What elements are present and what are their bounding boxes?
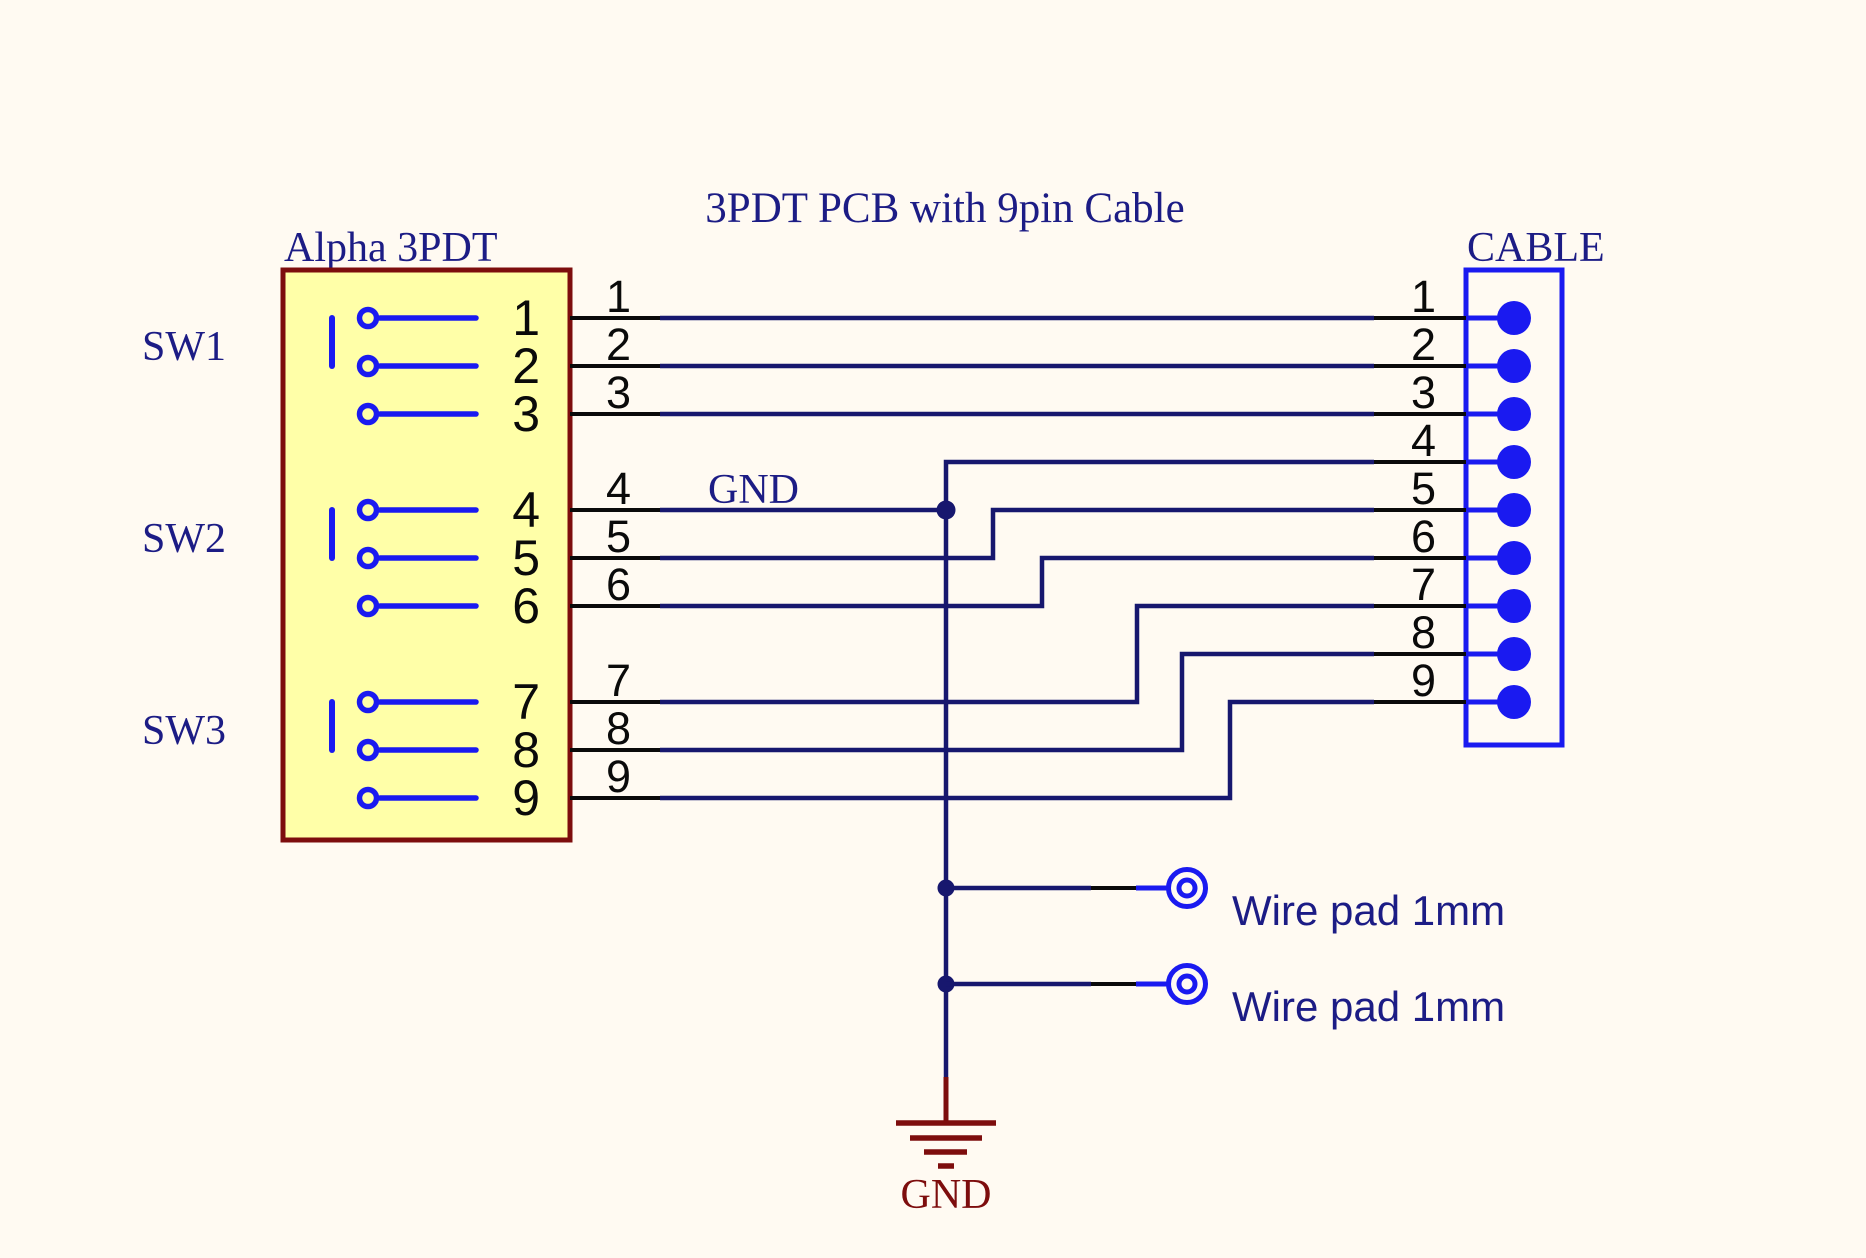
switch-component: Alpha 3PDT SW1 SW2 SW3 1 2 3 4 5 6 — [142, 225, 660, 843]
switch-contact-circle-2[interactable] — [356, 354, 380, 378]
switch-group-label-sw3: SW3 — [142, 708, 226, 754]
cable-pin-number: 9 — [1411, 655, 1436, 706]
net-wire-5[interactable] — [660, 507, 1374, 561]
wire-pad-1: Wire pad 1mm — [1091, 867, 1505, 934]
wire-pad-2: Wire pad 1mm — [1091, 963, 1505, 1030]
switch-contacts — [356, 306, 479, 810]
cable-pin-number: 8 — [1411, 607, 1436, 658]
net-number: 9 — [606, 751, 631, 802]
switch-pin-number: 6 — [512, 578, 540, 634]
wire-pad-1-label: Wire pad 1mm — [1232, 887, 1505, 934]
cable-contact-dot-4[interactable] — [1497, 445, 1531, 479]
switch-pin-number: 7 — [512, 674, 540, 730]
cable-pin-number: 1 — [1411, 271, 1436, 322]
switch-group-label-sw2: SW2 — [142, 516, 226, 562]
switch-contact-circle-3[interactable] — [356, 402, 380, 426]
net-number: 3 — [606, 367, 631, 418]
ground-symbol[interactable]: GND — [896, 1077, 996, 1218]
net-wire-gnd-to-cable[interactable] — [943, 459, 1374, 510]
switch-pin-number: 1 — [512, 290, 540, 346]
net-numbers-left: 1 2 3 4 5 6 7 8 9 — [606, 271, 631, 802]
switch-pin-number: 9 — [512, 770, 540, 826]
cable-ref-label: CABLE — [1467, 225, 1605, 271]
switch-contact-circle-1[interactable] — [356, 306, 380, 330]
net-wires — [660, 315, 1374, 1077]
cable-contact-dot-6[interactable] — [1497, 541, 1531, 575]
switch-pin-numbers: 1 2 3 4 5 6 7 8 9 — [512, 290, 540, 826]
junction-dot-gnd — [936, 500, 956, 520]
cable-pin-number: 4 — [1411, 415, 1436, 466]
cable-component: CABLE 1 2 3 4 5 6 7 8 9 — [1374, 225, 1605, 748]
cable-pin-stubs — [1374, 316, 1466, 704]
cable-contact-dot-5[interactable] — [1497, 493, 1531, 527]
wire-pad-2-outer-ring[interactable] — [1166, 963, 1208, 1005]
net-number: 8 — [606, 703, 631, 754]
switch-pin-stubs — [570, 316, 660, 800]
cable-contact-dot-7[interactable] — [1497, 589, 1531, 623]
cable-pin-number: 7 — [1411, 559, 1436, 610]
switch-ref-label: Alpha 3PDT — [284, 225, 498, 271]
gnd-net-label: GND — [708, 467, 799, 513]
net-number: 5 — [606, 511, 631, 562]
switch-pin-number: 3 — [512, 386, 540, 442]
net-number: 6 — [606, 559, 631, 610]
switch-contact-circle-5[interactable] — [356, 546, 380, 570]
net-number: 7 — [606, 655, 631, 706]
switch-contact-circle-7[interactable] — [356, 690, 380, 714]
net-number: 4 — [606, 463, 631, 514]
cable-pin-numbers: 1 2 3 4 5 6 7 8 9 — [1411, 271, 1436, 706]
cable-contact-dot-2[interactable] — [1497, 349, 1531, 383]
cable-contact-dot-1[interactable] — [1497, 301, 1531, 335]
switch-group-label-sw1: SW1 — [142, 324, 226, 370]
sheet-title: 3PDT PCB with 9pin Cable — [705, 185, 1184, 232]
switch-contact-circle-6[interactable] — [356, 594, 380, 618]
net-number: 1 — [606, 271, 631, 322]
switch-contact-circle-8[interactable] — [356, 738, 380, 762]
cable-contact-dot-3[interactable] — [1497, 397, 1531, 431]
cable-pin-number: 2 — [1411, 319, 1436, 370]
net-wire-6[interactable] — [660, 555, 1374, 609]
cable-contacts — [1466, 301, 1531, 719]
switch-pin-number: 2 — [512, 338, 540, 394]
net-wire-7[interactable] — [660, 603, 1374, 705]
cable-pin-number: 6 — [1411, 511, 1436, 562]
wire-pad-2-inner-ring — [1176, 973, 1198, 995]
wire-pad-2-label: Wire pad 1mm — [1232, 983, 1505, 1030]
cable-contact-dot-9[interactable] — [1497, 685, 1531, 719]
ground-label: GND — [901, 1172, 992, 1218]
net-wire-8[interactable] — [660, 651, 1374, 753]
net-wire-9[interactable] — [660, 699, 1374, 801]
cable-contact-dot-8[interactable] — [1497, 637, 1531, 671]
wire-pad-1-inner-ring — [1176, 877, 1198, 899]
switch-contact-circle-4[interactable] — [356, 498, 380, 522]
net-number: 2 — [606, 319, 631, 370]
switch-pin-number: 4 — [512, 482, 540, 538]
switch-pin-number: 5 — [512, 530, 540, 586]
wire-pad-1-outer-ring[interactable] — [1166, 867, 1208, 909]
switch-contact-circle-9[interactable] — [356, 786, 380, 810]
cable-pin-number: 5 — [1411, 463, 1436, 514]
switch-pin-number: 8 — [512, 722, 540, 778]
cable-pin-number: 3 — [1411, 367, 1436, 418]
